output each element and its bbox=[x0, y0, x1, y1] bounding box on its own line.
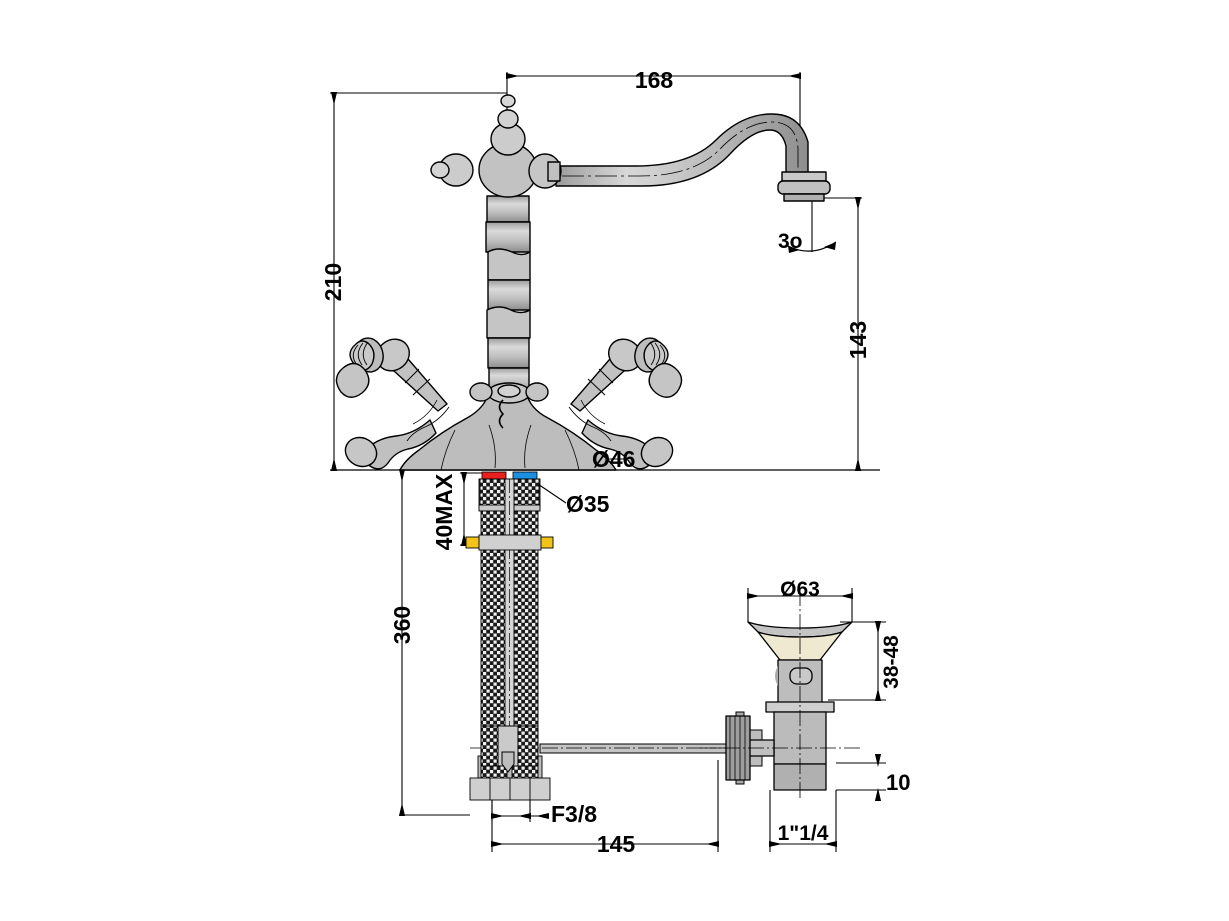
dimension-labels: 168 210 143 360 40MAX Ø46 Ø35 3o Ø63 38-… bbox=[320, 67, 910, 857]
faucet-column bbox=[485, 195, 531, 393]
dim-diameter-35: Ø35 bbox=[566, 491, 610, 517]
dim-168: 168 bbox=[635, 67, 674, 93]
dim-40max: 40MAX bbox=[431, 473, 457, 550]
faucet-base-body bbox=[399, 391, 617, 471]
fixing-nut bbox=[465, 534, 554, 551]
pop-up-waste-assembly bbox=[700, 590, 860, 800]
dim-145: 145 bbox=[597, 831, 636, 857]
dim-diameter-46: Ø46 bbox=[592, 446, 635, 472]
column-head bbox=[430, 94, 562, 198]
dim-thread-1-1-4: 1"1/4 bbox=[778, 822, 829, 845]
hose-hot bbox=[480, 510, 508, 757]
hose-cold bbox=[511, 510, 539, 757]
dim-angle-3deg: 3o bbox=[778, 230, 803, 253]
aerator bbox=[777, 171, 831, 202]
handle-left bbox=[335, 337, 450, 470]
dim-10: 10 bbox=[886, 770, 910, 795]
spout bbox=[555, 113, 809, 191]
dim-thread-f38: F3/8 bbox=[551, 801, 597, 827]
faucet-assembly bbox=[335, 94, 831, 471]
overflow-slot bbox=[789, 667, 813, 685]
under-deck-assembly bbox=[465, 471, 554, 801]
dim-38-48: 38-48 bbox=[880, 635, 903, 689]
handle-right bbox=[568, 337, 683, 470]
cold-marker bbox=[512, 471, 538, 480]
hot-marker bbox=[481, 471, 507, 480]
dim-360: 360 bbox=[389, 606, 415, 644]
dim-143: 143 bbox=[845, 321, 871, 359]
dim-diameter-63: Ø63 bbox=[780, 578, 820, 601]
dim-210: 210 bbox=[320, 263, 346, 301]
